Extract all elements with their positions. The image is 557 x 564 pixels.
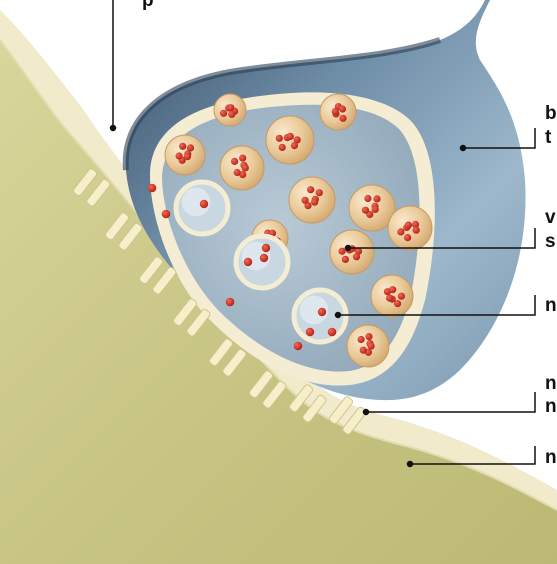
- neurotransmitter-dot: [227, 104, 234, 111]
- neurotransmitter-dot: [291, 142, 298, 149]
- vesicle: [330, 230, 374, 274]
- neurotransmitter-dot: [318, 308, 326, 316]
- neurotransmitter-dot: [148, 184, 157, 193]
- neurotransmitter-dot: [311, 199, 318, 206]
- fusing-vesicle: [236, 236, 288, 288]
- neurotransmitter-dot: [397, 228, 404, 235]
- label-bouton-line1: b: [545, 104, 557, 124]
- neurotransmitter-dot: [405, 222, 412, 229]
- neurotransmitter-dot: [262, 244, 270, 252]
- vesicle: [371, 275, 413, 317]
- neurotransmitter-dot: [228, 111, 235, 118]
- label-top-fragment: p: [142, 0, 154, 11]
- neurotransmitter-dot: [358, 336, 365, 343]
- neurotransmitter-dot: [302, 197, 309, 204]
- neurotransmitter-dot: [373, 195, 380, 202]
- vesicle: [388, 206, 432, 250]
- vesicle: [289, 177, 335, 223]
- vesicle: [214, 94, 246, 126]
- neurotransmitter-dot: [179, 143, 186, 150]
- neurotransmitter-dot: [279, 144, 286, 151]
- vesicle: [347, 325, 389, 367]
- vesicle: [220, 146, 264, 190]
- neurotransmitter-dot: [353, 253, 360, 260]
- vesicle: [266, 116, 314, 164]
- neurotransmitter-dot: [413, 227, 420, 234]
- neurotransmitter-dot: [231, 158, 238, 165]
- neurotransmitter-dot: [316, 189, 323, 196]
- neurotransmitter-dot: [339, 115, 346, 122]
- label-vesicle-line2: s: [545, 232, 556, 252]
- neurotransmitter-dot: [162, 210, 171, 219]
- neurotransmitter-dot: [332, 108, 339, 115]
- neurotransmitter-dot: [339, 248, 346, 255]
- neurotransmitter-dot: [307, 186, 314, 193]
- vesicle: [320, 94, 356, 130]
- neurotransmitter-dot: [276, 135, 283, 142]
- neurotransmitter-dot: [398, 293, 405, 300]
- vesicle: [165, 135, 205, 175]
- neurotransmitter-dot: [342, 256, 349, 263]
- neurotransmitter-dot: [372, 206, 379, 213]
- label-bouton-line2: t: [545, 128, 551, 148]
- neurotransmitter-dot: [404, 234, 411, 241]
- neurotransmitter-dot: [234, 169, 241, 176]
- neurotransmitter-dot: [365, 333, 372, 340]
- neurotransmitter-dot: [200, 200, 208, 208]
- neurotransmitter-dot: [328, 328, 337, 337]
- label-neurotransmitter: n: [545, 296, 557, 316]
- neurotransmitter-dot: [287, 133, 294, 140]
- neurotransmitter-dot: [242, 164, 249, 171]
- neurotransmitter-dot: [244, 258, 252, 266]
- fusing-vesicle: [176, 182, 228, 234]
- neurotransmitter-dot: [360, 347, 367, 354]
- neurotransmitter-dot: [220, 110, 227, 117]
- neurotransmitter-dot: [294, 342, 303, 351]
- label-receptor-line2: n: [545, 397, 557, 417]
- label-vesicle-line1: v: [545, 208, 556, 228]
- neurotransmitter-dot: [386, 295, 393, 302]
- neurotransmitter-dot: [306, 328, 314, 336]
- neurotransmitter-dot: [260, 254, 268, 262]
- label-receptor-line1: n: [545, 374, 557, 394]
- neurotransmitter-dot: [339, 105, 346, 112]
- neurotransmitter-dot: [389, 286, 396, 293]
- neurotransmitter-dot: [368, 343, 375, 350]
- neurotransmitter-dot: [239, 155, 246, 162]
- neurotransmitter-dot: [187, 144, 194, 151]
- neurotransmitter-dot: [394, 300, 401, 307]
- neurotransmitter-dot: [362, 207, 369, 214]
- neurotransmitter-dot: [184, 153, 191, 160]
- neurotransmitter-dot: [176, 152, 183, 159]
- label-membrane: n: [545, 448, 557, 468]
- neurotransmitter-dot: [364, 195, 371, 202]
- neurotransmitter-dot: [226, 298, 235, 307]
